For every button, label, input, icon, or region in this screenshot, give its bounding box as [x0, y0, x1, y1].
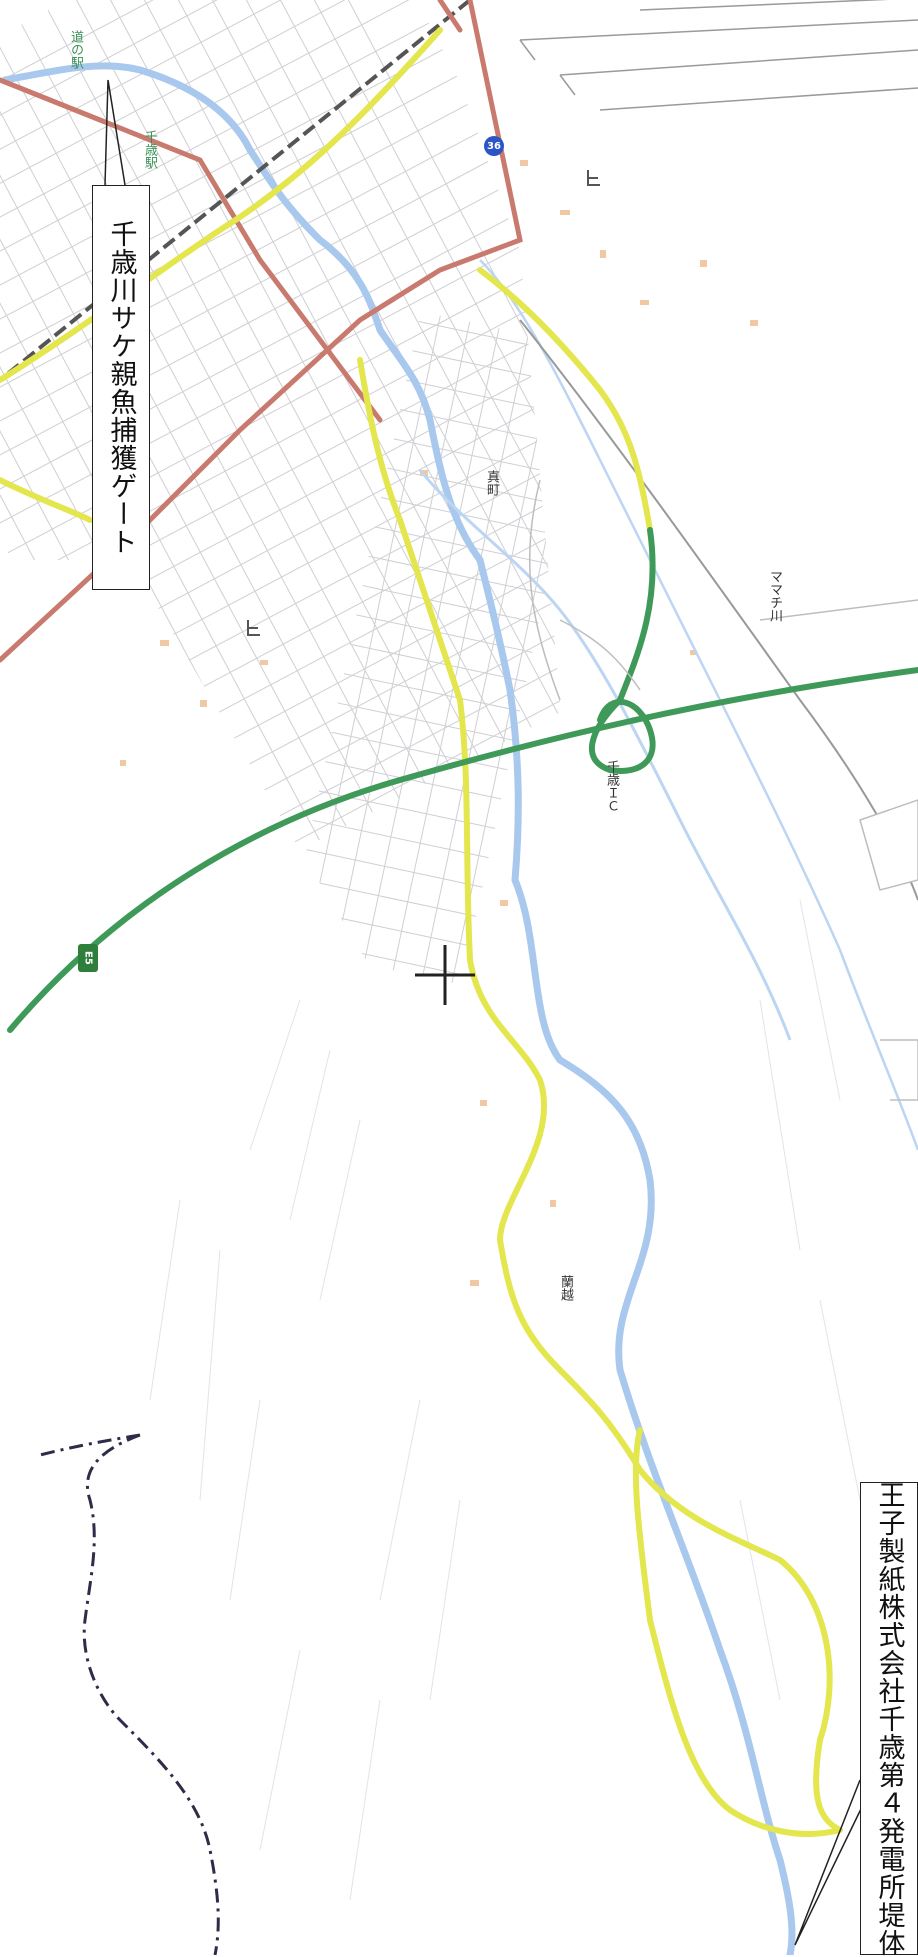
label-chitose-ic: 千歳ＩＣ — [604, 760, 619, 812]
label-rankoshi: 蘭越 — [558, 1275, 573, 1301]
open-land-right — [430, 0, 918, 1955]
callout-power-station-text: 王子製紙株式会社千歳第４発電所堤体 — [873, 1480, 905, 1957]
callout-salmon-gate-text: 千歳川サケ親魚捕獲ゲート — [105, 219, 137, 556]
post-office-icon — [587, 170, 600, 186]
side-roads — [528, 479, 918, 1101]
prefectural-roads — [0, 27, 843, 1837]
label-mamachi: 真町 — [484, 470, 499, 496]
chitose-river — [1, 62, 796, 1955]
e5-shield: E5 — [78, 944, 98, 972]
railway — [0, 0, 472, 382]
open-land — [0, 560, 640, 1955]
label-michi-no-eki: 道の駅 — [68, 30, 83, 69]
school-icon — [247, 620, 260, 636]
route-36-shield: 36 — [484, 136, 504, 156]
callout-power-station: 王子製紙株式会社千歳第４発電所堤体 — [860, 1480, 918, 1957]
expressway-e5 — [7, 527, 918, 1033]
label-chitose-station: 千歳駅 — [142, 130, 157, 169]
airport-runways — [519, 0, 918, 111]
boundary-line — [39, 1433, 220, 1955]
terrain-hatching — [149, 899, 861, 1901]
tributary-river — [418, 469, 792, 1041]
label-mamachi-river: ママチ川 — [767, 570, 782, 622]
callout-leaders — [104, 79, 876, 1946]
callout-salmon-gate: 千歳川サケ親魚捕獲ゲート — [92, 185, 150, 590]
crosshair-icon — [415, 945, 475, 1005]
